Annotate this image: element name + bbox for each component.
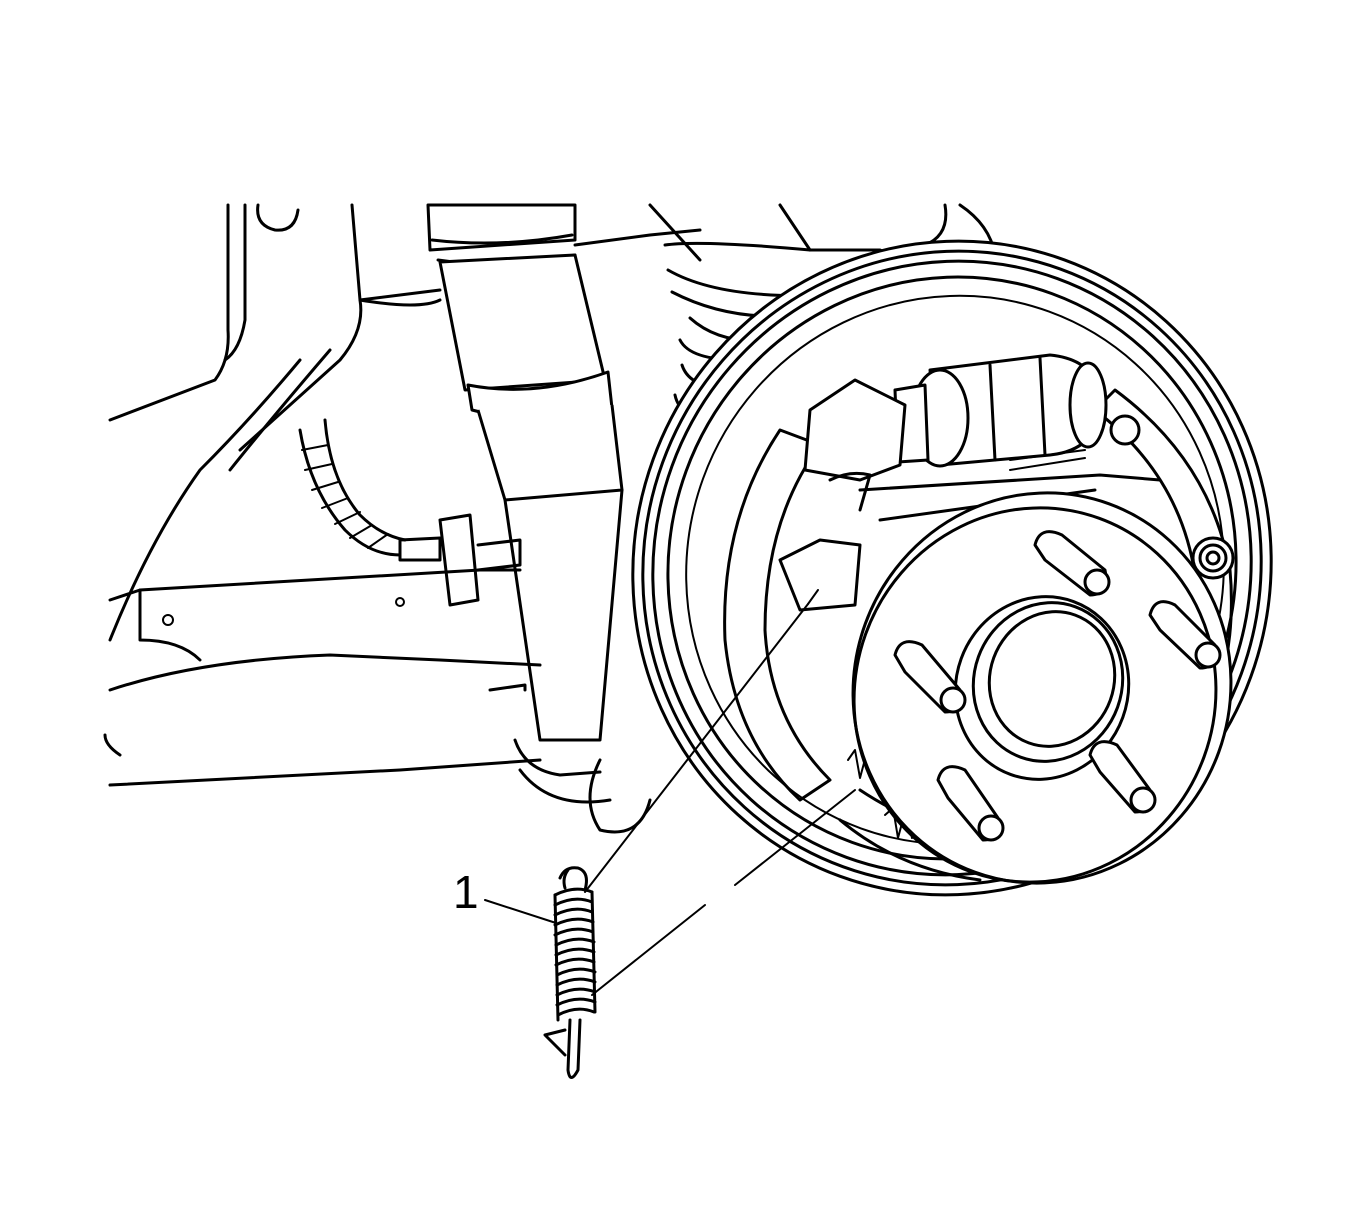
wheel-stud <box>936 765 1005 842</box>
brake-spring <box>543 866 597 1079</box>
upper-leader-line <box>584 603 809 893</box>
parking-brake-lever <box>778 378 1162 612</box>
leader-lines <box>584 589 856 996</box>
body-frame <box>108 203 997 642</box>
wheel-stud <box>1033 530 1111 597</box>
leader-hook <box>807 589 819 605</box>
hold-down-spring <box>1191 536 1235 580</box>
axle-beam <box>103 568 542 787</box>
callout-number: 1 <box>453 866 479 918</box>
brake-hose <box>298 418 522 607</box>
wheel-stud <box>1148 600 1222 670</box>
shock-absorber <box>426 203 652 834</box>
callout-leader-line <box>484 899 557 924</box>
lower-leader-line-segment <box>591 904 706 996</box>
wheel-stud <box>893 640 967 714</box>
callout-1: 1 <box>453 866 557 924</box>
wheel-studs <box>893 530 1222 842</box>
lower-leader-line-segment <box>734 789 856 886</box>
wheel-stud <box>1088 740 1157 814</box>
wheel-cylinder <box>893 353 1141 471</box>
